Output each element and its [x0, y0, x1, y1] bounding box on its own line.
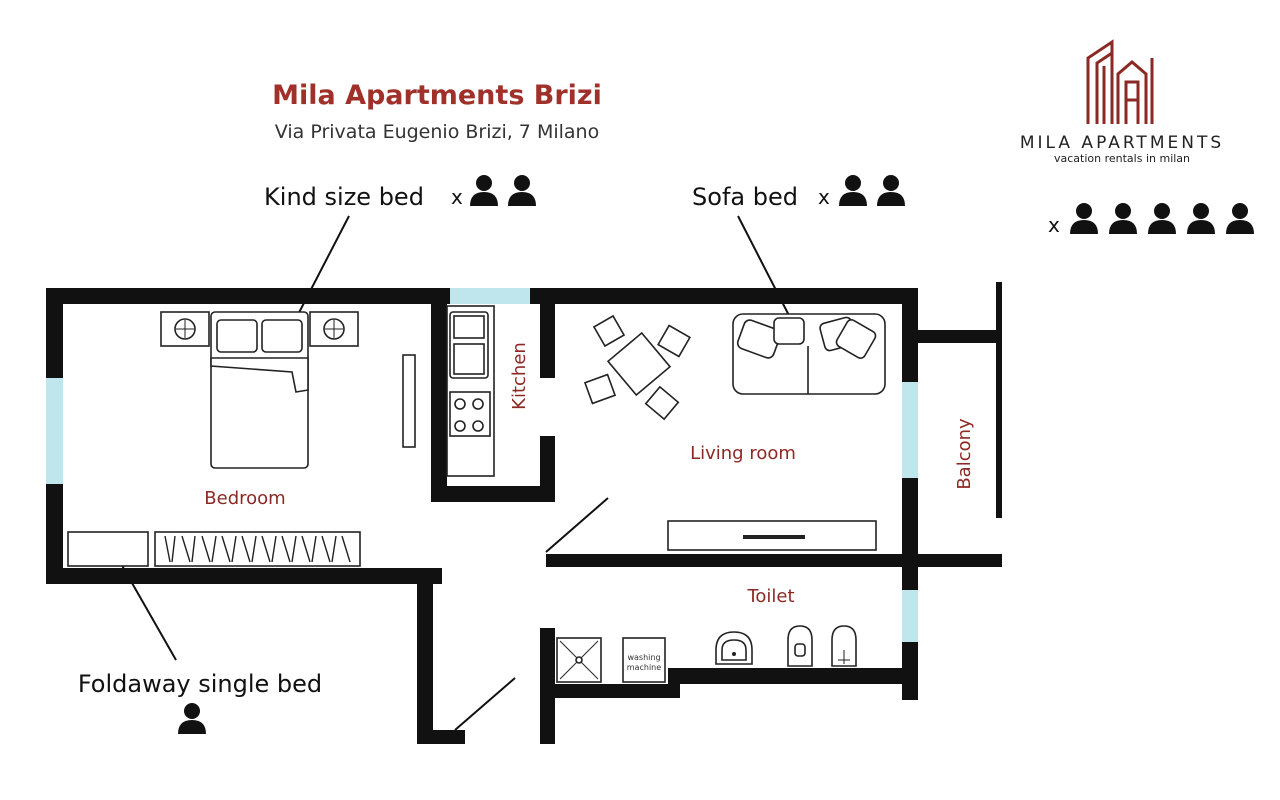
apartment-address: Via Privata Eugenio Brizi, 7 Milano: [275, 121, 599, 143]
king-bed-pointer: [289, 215, 350, 331]
foldaway-bed-label: Foldaway single bed: [78, 670, 322, 698]
sofa-bed-guests: [839, 175, 905, 206]
sofa-bed-label: Sofa bed: [692, 183, 798, 211]
toilet-window: [902, 590, 918, 642]
bedroom-shelf: [402, 354, 416, 448]
king-bed-multiplier: x: [451, 185, 463, 209]
washing-machine-label-2: machine: [627, 663, 661, 672]
sofa-bed: [732, 313, 886, 395]
walls: [46, 282, 1002, 744]
living-door: [545, 497, 609, 553]
king-bed: [210, 311, 309, 469]
tv-stand: [667, 520, 877, 551]
bidet: [831, 625, 857, 667]
wc: [787, 625, 813, 667]
balcony-label: Balcony: [954, 418, 975, 490]
washing-machine: washing machine: [622, 637, 666, 683]
brand-tagline: vacation rentals in milan: [1054, 152, 1190, 165]
sink: [715, 631, 753, 665]
apartment-title: Mila Apartments Brizi: [272, 80, 602, 111]
king-bed-label: Kind size bed: [264, 183, 424, 211]
entrance-door: [454, 677, 516, 731]
king-bed-guests: [470, 175, 536, 206]
person-icon: [839, 175, 867, 206]
living-window: [902, 382, 918, 478]
brand-name: MILA APARTMENTS: [1020, 133, 1224, 153]
kitchen-counter: [446, 305, 495, 477]
living-room-label: Living room: [690, 443, 796, 464]
dining-set: [583, 314, 691, 421]
kitchen-label: Kitchen: [509, 342, 530, 410]
bedside-table-right: [309, 311, 359, 347]
sofa-bed-multiplier: x: [818, 185, 830, 209]
person-icon: [1226, 203, 1254, 234]
bedside-table-left: [160, 311, 210, 347]
bedroom-label: Bedroom: [204, 488, 285, 509]
person-icon: [1109, 203, 1137, 234]
bedroom-window: [46, 378, 63, 484]
person-icon: [508, 175, 536, 206]
person-icon: [1187, 203, 1215, 234]
person-icon: [470, 175, 498, 206]
toilet-label: Toilet: [746, 586, 794, 607]
wardrobe: [154, 531, 361, 567]
total-guests: [1070, 203, 1254, 234]
foldaway-bed-guests: [178, 703, 206, 734]
person-icon: [1070, 203, 1098, 234]
person-icon: [178, 703, 206, 734]
kitchen-window: [450, 288, 530, 304]
brand-logo-icon: [1086, 39, 1154, 124]
person-icon: [877, 175, 905, 206]
shower: [556, 637, 602, 683]
washing-machine-label-1: washing: [627, 653, 660, 662]
person-icon: [1148, 203, 1176, 234]
total-guests-multiplier: x: [1048, 213, 1060, 237]
foldaway-bed: [67, 531, 149, 567]
